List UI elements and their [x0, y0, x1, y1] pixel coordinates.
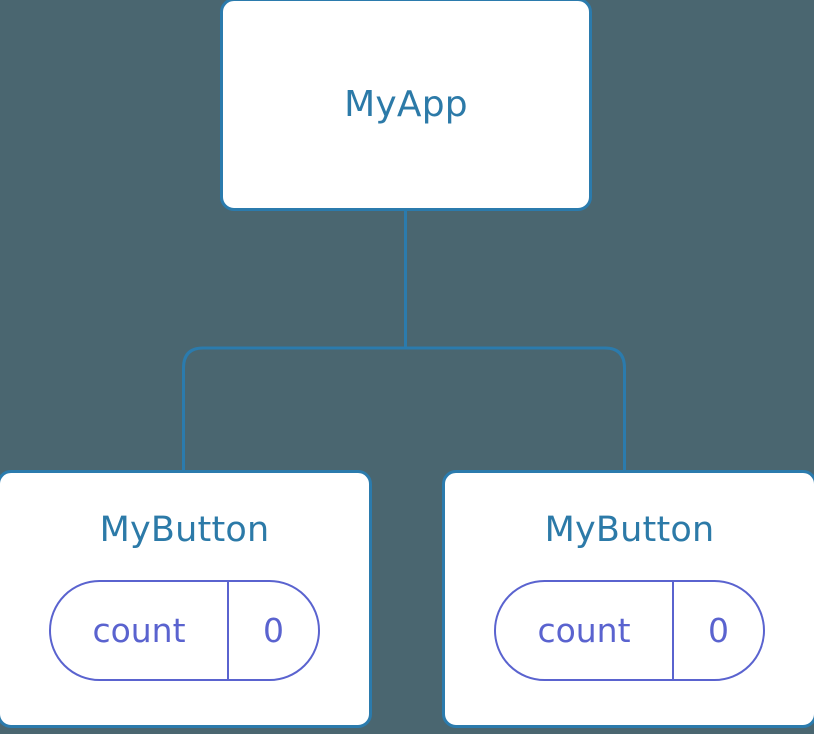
- connector-bus-left: [182, 346, 406, 474]
- state-pill-value-1: 0: [229, 582, 318, 679]
- node-mybutton-2[interactable]: MyButton count 0: [442, 470, 814, 728]
- node-mybutton-1[interactable]: MyButton count 0: [0, 470, 372, 728]
- state-pill-key-label-2: count: [537, 611, 631, 650]
- state-pill-count-2[interactable]: count 0: [494, 580, 765, 681]
- node-myapp-title: MyApp: [344, 83, 468, 125]
- connector-bus-right: [405, 346, 626, 474]
- state-pill-key-2: count: [496, 582, 674, 679]
- node-myapp[interactable]: MyApp: [220, 0, 592, 211]
- node-mybutton-2-title: MyButton: [544, 510, 715, 550]
- state-pill-key-1: count: [51, 582, 229, 679]
- node-mybutton-1-title: MyButton: [99, 510, 270, 550]
- state-pill-key-label-1: count: [92, 611, 186, 650]
- state-pill-count-1[interactable]: count 0: [49, 580, 320, 681]
- state-pill-value-label-2: 0: [708, 611, 729, 650]
- state-pill-value-label-1: 0: [263, 611, 284, 650]
- state-pill-value-2: 0: [674, 582, 763, 679]
